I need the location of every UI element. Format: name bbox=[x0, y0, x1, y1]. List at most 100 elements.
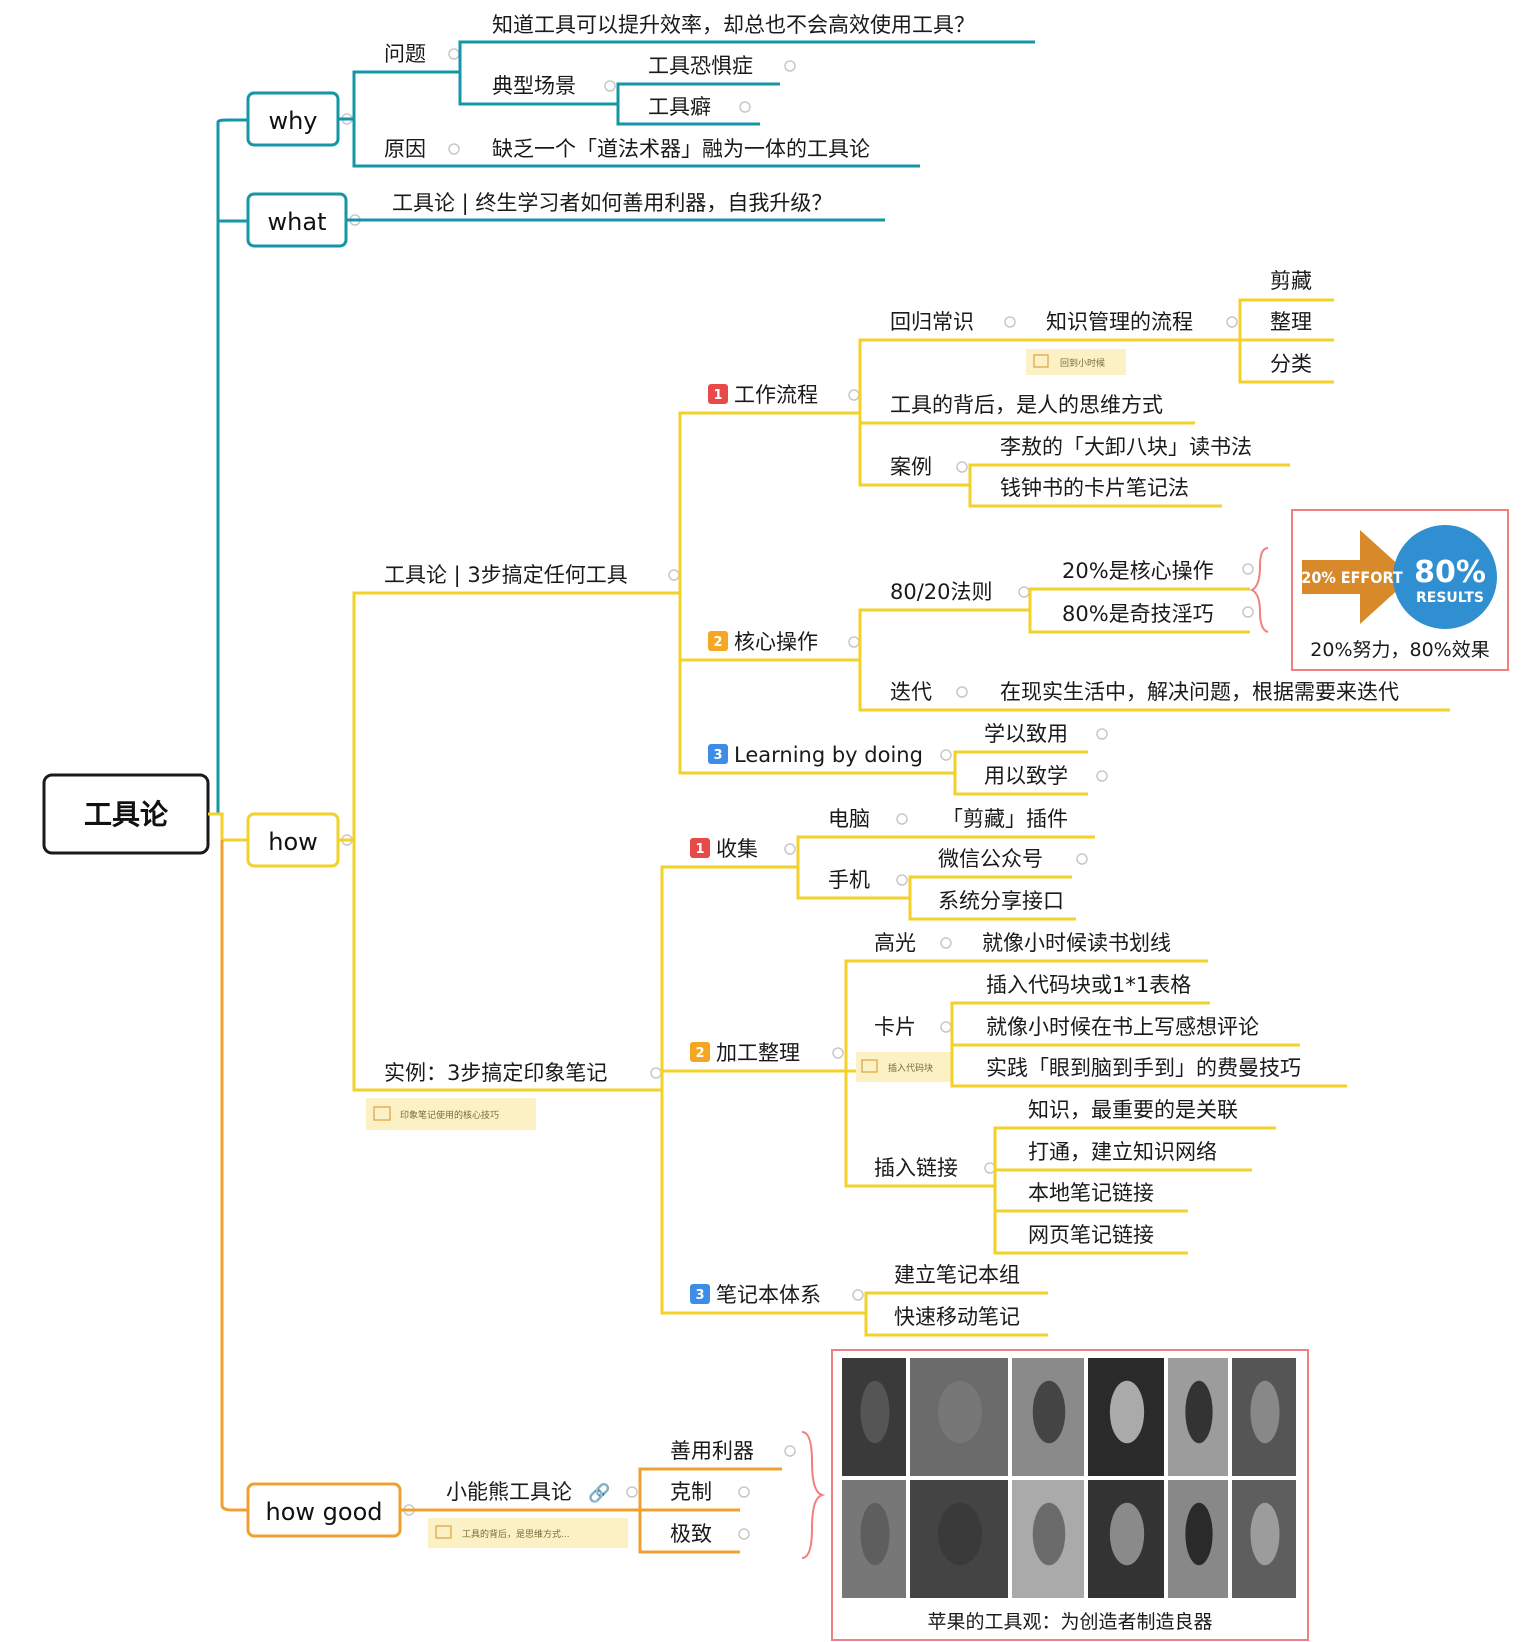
km-item-classify: 分类 bbox=[1270, 352, 1312, 376]
card-note[interactable] bbox=[856, 1052, 952, 1082]
how-good-note[interactable] bbox=[428, 1518, 628, 1548]
step1-title: 工作流程 bbox=[734, 383, 818, 407]
link-icon[interactable]: 🔗 bbox=[588, 1482, 610, 1504]
collect-badge-number: 1 bbox=[695, 842, 704, 857]
notebook-item-1: 建立笔记本组 bbox=[894, 1263, 1020, 1287]
note-icon bbox=[1033, 354, 1049, 368]
how-good-note-text: 工具的背后，是思维方式... bbox=[462, 1528, 570, 1540]
collect-phone-item-1: 微信公众号 bbox=[938, 847, 1043, 871]
common-sense-toggle[interactable] bbox=[1004, 316, 1016, 328]
km-item-organize: 整理 bbox=[1270, 310, 1312, 334]
results-percent: 80% bbox=[1414, 555, 1486, 590]
how-part2-title: 实例：3步搞定印象笔记 bbox=[384, 1061, 607, 1085]
case-item-1: 李敖的「大卸八块」读书法 bbox=[1000, 435, 1252, 459]
why-problem-text: 知道工具可以提升效率，却总也不会高效使用工具？ bbox=[492, 13, 975, 37]
how-good-topic-toggle[interactable] bbox=[626, 1486, 638, 1498]
card-label: 卡片 bbox=[874, 1015, 916, 1039]
step1-toggle[interactable] bbox=[848, 389, 860, 401]
step2-toggle[interactable] bbox=[848, 636, 860, 648]
km-process-toggle[interactable] bbox=[1226, 316, 1238, 328]
highlight-item: 就像小时候读书划线 bbox=[982, 931, 1171, 955]
why-problem-toggle[interactable] bbox=[448, 48, 460, 60]
photo-face bbox=[1032, 1502, 1066, 1566]
note-icon bbox=[435, 1525, 452, 1539]
how-good-item-1-toggle[interactable] bbox=[784, 1445, 796, 1457]
photo-face bbox=[938, 1502, 982, 1566]
how-good-item-3-toggle[interactable] bbox=[738, 1528, 750, 1540]
photo-face bbox=[1185, 1380, 1213, 1444]
case-label: 案例 bbox=[890, 455, 932, 479]
results-label: RESULTS bbox=[1416, 590, 1484, 606]
how-part2-toggle[interactable] bbox=[650, 1067, 662, 1079]
km-item-clip: 剪藏 bbox=[1270, 269, 1312, 293]
process-badge-number: 2 bbox=[695, 1046, 704, 1061]
root-label: 工具论 bbox=[84, 798, 169, 831]
how-good-label: how good bbox=[266, 1498, 383, 1526]
collect-phone-item-2: 系统分享接口 bbox=[938, 889, 1064, 913]
rule-label: 80/20法则 bbox=[890, 580, 993, 604]
notebook-toggle[interactable] bbox=[852, 1289, 864, 1301]
card-item-3: 实践「眼到脑到手到」的费曼技巧 bbox=[986, 1056, 1301, 1080]
highlight-label: 高光 bbox=[874, 931, 916, 955]
rule-brace bbox=[1249, 547, 1269, 633]
step3-item-1-toggle[interactable] bbox=[1096, 728, 1108, 740]
note-icon bbox=[373, 1106, 391, 1121]
step3-item-2: 用以致学 bbox=[984, 764, 1068, 788]
step3-item-2-toggle[interactable] bbox=[1096, 770, 1108, 782]
photo-face bbox=[1109, 1502, 1145, 1566]
how-good-item-1: 善用利器 bbox=[670, 1439, 754, 1463]
card-toggle[interactable] bbox=[940, 1021, 952, 1033]
collect-pc-item: 「剪藏」插件 bbox=[942, 807, 1068, 831]
collect-toggle[interactable] bbox=[784, 843, 796, 855]
collect-phone-toggle[interactable] bbox=[896, 874, 908, 886]
part2-note-text: 印象笔记使用的核心技巧 bbox=[400, 1109, 499, 1121]
iter-label: 迭代 bbox=[890, 680, 932, 704]
collect-badge bbox=[690, 838, 710, 858]
mindset-text: 工具的背后，是人的思维方式 bbox=[890, 393, 1163, 417]
why-scene-toggle[interactable] bbox=[604, 80, 616, 92]
process-toggle[interactable] bbox=[832, 1047, 844, 1059]
effort-label: 20% EFFORT bbox=[1301, 568, 1403, 587]
km-process-note-text: 回到小时候 bbox=[1060, 357, 1105, 369]
how-part1-toggle[interactable] bbox=[668, 569, 680, 581]
rule-toggle[interactable] bbox=[1018, 586, 1030, 598]
case-toggle[interactable] bbox=[956, 461, 968, 473]
photo-face bbox=[1250, 1380, 1280, 1444]
how-part1-title: 工具论 | 3步搞定任何工具 bbox=[384, 563, 628, 588]
photo-face bbox=[1185, 1502, 1213, 1566]
photo-face bbox=[1109, 1380, 1145, 1444]
how-good-item-3: 极致 bbox=[670, 1522, 712, 1546]
rule-item-2-toggle[interactable] bbox=[1242, 606, 1254, 618]
why-cause-toggle[interactable] bbox=[448, 143, 460, 155]
rule-item-1-toggle[interactable] bbox=[1242, 563, 1254, 575]
common-sense-label: 回归常识 bbox=[890, 310, 974, 334]
photo-face bbox=[1250, 1502, 1280, 1566]
link-label: 插入链接 bbox=[874, 1156, 958, 1180]
how-good-item-2-toggle[interactable] bbox=[738, 1486, 750, 1498]
collect-pc-toggle[interactable] bbox=[896, 813, 908, 825]
effort-arrow bbox=[1302, 530, 1412, 624]
step3-badge bbox=[708, 744, 728, 764]
step2-badge bbox=[708, 631, 728, 651]
notebook-item-2: 快速移动笔记 bbox=[894, 1305, 1020, 1329]
process-title: 加工整理 bbox=[716, 1041, 800, 1065]
why-scene-item-2-toggle[interactable] bbox=[739, 101, 751, 113]
part2-note[interactable] bbox=[366, 1098, 536, 1130]
step1-badge bbox=[708, 384, 728, 404]
process-badge bbox=[690, 1042, 710, 1062]
why-scene-label: 典型场景 bbox=[492, 74, 576, 98]
how-good-item-2: 克制 bbox=[670, 1480, 712, 1504]
why-problem-label: 问题 bbox=[384, 42, 426, 66]
how-label: how bbox=[268, 828, 318, 856]
step3-toggle[interactable] bbox=[940, 749, 952, 761]
highlight-toggle[interactable] bbox=[940, 937, 952, 949]
card-item-1: 插入代码块或1*1表格 bbox=[986, 973, 1191, 997]
iter-text: 在现实生活中，解决问题，根据需要来迭代 bbox=[1000, 680, 1399, 704]
photo-face bbox=[938, 1380, 982, 1444]
collect-phone-item-1-toggle[interactable] bbox=[1076, 853, 1088, 865]
km-process-note[interactable] bbox=[1026, 349, 1126, 375]
rule-item-1: 20%是核心操作 bbox=[1062, 559, 1214, 583]
why-scene-item-1-toggle[interactable] bbox=[784, 60, 796, 72]
iter-toggle[interactable] bbox=[956, 686, 968, 698]
why-label: why bbox=[268, 107, 317, 135]
